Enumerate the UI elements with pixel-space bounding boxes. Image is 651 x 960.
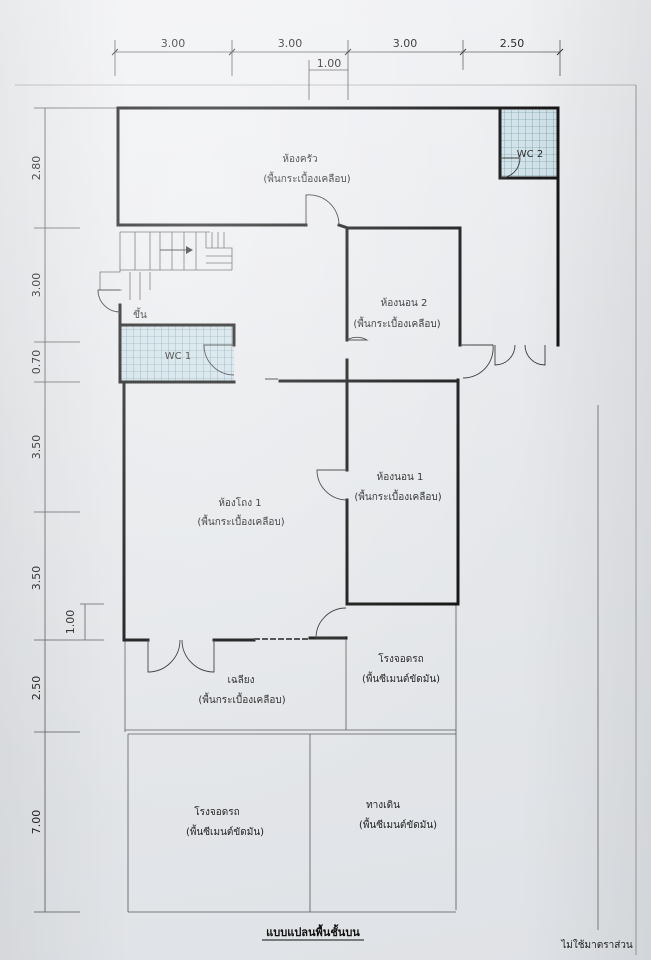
room-wc2-label: WC 2 bbox=[517, 149, 543, 160]
scale-note: ไม่ใช้มาตราส่วน bbox=[560, 939, 633, 951]
wc2-tile-floor bbox=[501, 110, 558, 178]
dim-left-6: 2.50 bbox=[30, 676, 43, 701]
wc2-door-icon bbox=[499, 157, 521, 179]
room-hall1-label: ห้องโถง 1 bbox=[218, 496, 261, 509]
room-bedroom2-label: ห้องนอน 2 bbox=[381, 297, 428, 309]
room-garage-large-label: โรงจอดรถ bbox=[194, 805, 239, 818]
room-bedroom2-floor: (พื้นกระเบื้องเคลือบ) bbox=[353, 316, 440, 330]
dim-left-2: 3.00 bbox=[30, 273, 43, 298]
side-door-left-icon bbox=[460, 344, 494, 379]
doors bbox=[97, 157, 546, 673]
dim-top-sub: 1.00 bbox=[317, 57, 342, 70]
room-walkway-floor: (พื้นซีเมนต์ขัดมัน) bbox=[359, 817, 437, 831]
room-terrace-label: เฉลียง bbox=[227, 674, 254, 686]
room-garage-small-label: โรงจอดรถ bbox=[378, 652, 423, 665]
dim-left-5: 3.50 bbox=[30, 566, 43, 591]
room-kitchen-floor: (พื้นกระเบื้องเคลือบ) bbox=[263, 171, 350, 185]
room-garage-small-floor: (พื้นซีเมนต์ขัดมัน) bbox=[362, 671, 440, 685]
dim-left-4: 3.50 bbox=[30, 435, 43, 460]
stair-door-icon bbox=[97, 289, 121, 313]
side-door-right-icon bbox=[524, 344, 546, 366]
dim-top-3: 3.00 bbox=[393, 37, 418, 50]
left-dimension-line bbox=[34, 107, 118, 913]
terrace-door-left-icon bbox=[147, 639, 181, 673]
room-terrace-floor: (พื้นกระเบื้องเคลือบ) bbox=[198, 692, 285, 706]
stair-up-label: ขึ้น bbox=[133, 307, 147, 321]
stair-arrow-icon bbox=[186, 246, 193, 254]
wc1-tile-floor bbox=[121, 325, 234, 381]
room-hall1-floor: (พื้นกระเบื้องเคลือบ) bbox=[197, 514, 284, 528]
kitchen-door-icon bbox=[305, 194, 340, 226]
bedroom1-door-icon bbox=[316, 469, 348, 501]
room-garage-large-floor: (พื้นซีเมนต์ขัดมัน) bbox=[186, 824, 264, 838]
terrace-door-right-icon bbox=[181, 639, 215, 673]
room-wc1-label: WC 1 bbox=[165, 351, 191, 362]
stair bbox=[99, 231, 233, 300]
room-bedroom1-floor: (พื้นกระเบื้องเคลือบ) bbox=[354, 489, 441, 503]
bedroom2-door-icon bbox=[346, 336, 369, 341]
dim-left-7: 7.00 bbox=[30, 810, 43, 835]
dim-top-1: 3.00 bbox=[161, 37, 186, 50]
dim-left-sub: 1.00 bbox=[64, 610, 77, 635]
dim-left-1: 2.80 bbox=[30, 156, 43, 181]
lower-outline bbox=[124, 604, 457, 913]
plan-title: แบบแปลนพื้นชั้นบน bbox=[266, 924, 360, 939]
dim-top-2: 3.00 bbox=[278, 37, 303, 50]
room-bedroom1-label: ห้องนอน 1 bbox=[377, 471, 424, 483]
top-dimension-line bbox=[111, 40, 564, 100]
garage-door-icon bbox=[315, 607, 347, 639]
room-walkway-label: ทางเดิน bbox=[366, 800, 400, 811]
side-door-mid-icon bbox=[494, 344, 516, 366]
room-kitchen-label: ห้องครัว bbox=[282, 153, 317, 165]
wc1-door-icon bbox=[203, 344, 235, 376]
dim-top-4: 2.50 bbox=[500, 37, 525, 50]
dim-left-3: 0.70 bbox=[30, 350, 43, 375]
